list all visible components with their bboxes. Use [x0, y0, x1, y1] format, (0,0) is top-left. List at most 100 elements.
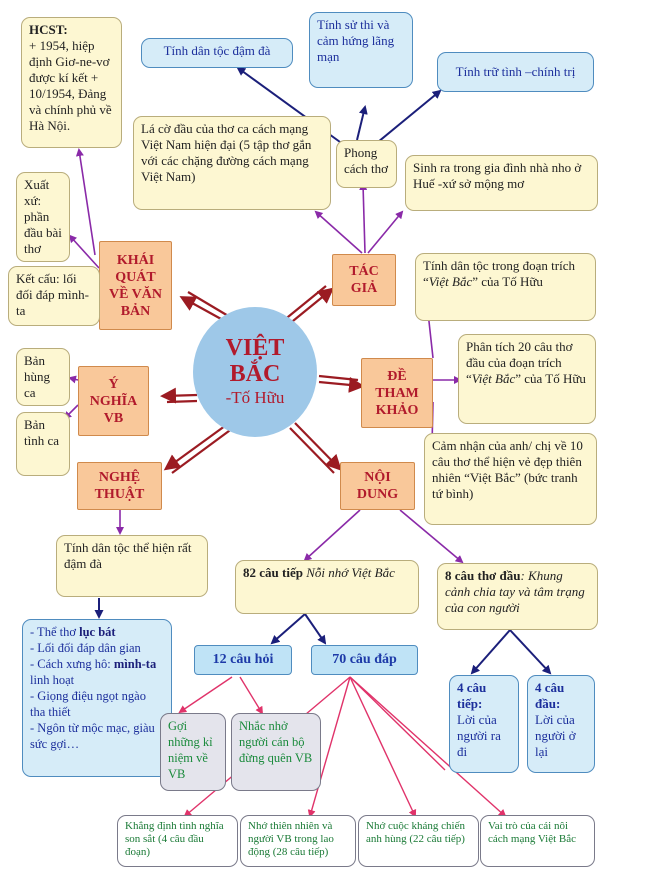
branch-khai-quat-label: KHÁI QUÁT VỀ VĂN BẢN: [108, 252, 163, 319]
ket-cau-box: Kết cấu: lối đối đáp mình-ta: [8, 266, 100, 326]
de1-ital: Việt Bắc: [428, 274, 473, 289]
hcst-title: HCST:: [29, 22, 68, 37]
nhac-nho-text: Nhắc nhở người cán bộ đừng quên VB: [239, 719, 313, 765]
de3-box: Cảm nhận của anh/ chị về 10 câu thơ thể …: [424, 433, 597, 525]
nghe-thuat-list-item: - Lối đối đáp dân gian: [30, 640, 164, 656]
sinh-ra-box: Sinh ra trong gia đình nhà nho ở Huế -xứ…: [405, 155, 598, 211]
list-item-bold: lục bát: [79, 625, 116, 639]
branch-de-tham-khao: ĐỀ THAM KHẢO: [361, 358, 433, 428]
list-item-text: - Cách xưng hô:: [30, 657, 114, 671]
hung-ca-box: Bản hùng ca: [16, 348, 70, 406]
khang-dinh-box: Khẳng định tình nghĩa son sắt (4 câu đầu…: [117, 815, 238, 867]
branch-tac-gia: TÁC GIẢ: [332, 254, 396, 306]
list-item-text: - Giọng điệu ngọt ngào tha thiết: [30, 689, 146, 719]
nghe-thuat-list-box: - Thể thơ lục bát- Lối đối đáp dân gian-…: [22, 619, 172, 777]
cau8-box: 8 câu thơ đầu: Khung cảnh chia tay và tâ…: [437, 563, 598, 630]
arrow-nghe-thuat: [163, 422, 230, 471]
center-topic: VIỆT BẮC -Tố Hữu: [193, 307, 317, 437]
list-item-text: - Ngôn từ mộc mạc, giàu sức gợi…: [30, 721, 155, 751]
list-item-bold: mình-ta: [113, 657, 157, 671]
4-cau-dau-body: Lời của người ở lại: [535, 712, 576, 759]
center-title-2: BẮC: [229, 361, 281, 387]
4-cau-dau-box: 4 câu đầu: Lời của người ở lại: [527, 675, 595, 773]
center-title-1: VIỆT: [225, 335, 285, 361]
list-item-post: linh hoạt: [30, 673, 75, 687]
hcst-box: HCST: + 1954, hiệp định Giơ-ne-vơ được k…: [21, 17, 122, 148]
4-cau-tiep-title: 4 câu tiếp:: [457, 680, 487, 711]
phong-cach-tho-text: Phong cách thơ: [344, 145, 389, 176]
4-cau-tiep-body: Lời của người ra đi: [457, 712, 501, 759]
goi-nhung-box: Gợi những kỉ niệm về VB: [160, 713, 226, 791]
branch-y-nghia-label: Ý NGHĨA VB: [89, 376, 138, 426]
branch-noi-dung: NỘI DUNG: [340, 462, 415, 510]
de2-box: Phân tích 20 câu thơ đầu của đoạn trích …: [458, 334, 596, 424]
su-thi-box: Tính sử thi và cảm hứng lãng mạn: [309, 12, 413, 88]
12-cau-hoi-text: 12 câu hỏi: [212, 652, 274, 667]
hung-ca-text: Bản hùng ca: [24, 353, 50, 400]
de2-post: ” của Tố Hữu: [515, 371, 586, 386]
tru-tinh-text: Tính trữ tình –chính trị: [455, 64, 576, 79]
sinh-ra-text: Sinh ra trong gia đình nhà nho ở Huế -xứ…: [413, 160, 582, 191]
4-cau-tiep-box: 4 câu tiếp: Lời của người ra đi: [449, 675, 519, 773]
vai-tro-box: Vai trò của cái nôi cách mạng Việt Bắc: [480, 815, 595, 867]
12-cau-hoi-box: 12 câu hỏi: [194, 645, 292, 675]
la-co-dau-box: Lá cờ đầu của thơ ca cách mạng Việt Nam …: [133, 116, 331, 210]
70-cau-dap-text: 70 câu đáp: [332, 652, 397, 667]
su-thi-text: Tính sử thi và cảm hứng lãng mạn: [317, 17, 395, 64]
cau82-ital: Nỗi nhớ Việt Bắc: [306, 565, 395, 580]
nghe-thuat-list-item: - Giọng điệu ngọt ngào tha thiết: [30, 688, 164, 720]
nghe-thuat-dan-toc-text: Tính dân tộc thể hiện rất đậm đà: [64, 540, 192, 571]
tinh-ca-text: Bản tình ca: [24, 417, 60, 448]
xuat-xu-box: Xuất xứ: phần đầu bài thơ: [16, 172, 70, 262]
nho-khang-chien-box: Nhớ cuộc kháng chiến anh hùng (22 câu ti…: [358, 815, 479, 867]
cau8-ital: : Khung cảnh chia tay và tâm trạng của c…: [445, 568, 585, 615]
de3-text: Cảm nhận của anh/ chị về 10 câu thơ thể …: [432, 438, 583, 501]
xuat-xu-text: Xuất xứ: phần đầu bài thơ: [24, 177, 62, 256]
nghe-thuat-list-item: - Thể thơ lục bát: [30, 624, 164, 640]
center-author: -Tố Hữu: [225, 388, 285, 407]
70-cau-dap-box: 70 câu đáp: [311, 645, 418, 675]
arrow-de-tham-khao: [318, 376, 365, 393]
cau8-bold: 8 câu thơ đầu: [445, 568, 521, 583]
hcst-body: + 1954, hiệp định Giơ-ne-vơ được kí kết …: [29, 38, 112, 133]
branch-de-tham-khao-label: ĐỀ THAM KHẢO: [375, 368, 419, 418]
de1-pre: Tính dân tộc trong đoạn trích “: [423, 258, 575, 289]
nho-thien-nhien-box: Nhớ thiên nhiên và người VB trong lao độ…: [240, 815, 356, 867]
nghe-thuat-list-item: - Ngôn từ mộc mạc, giàu sức gợi…: [30, 720, 164, 752]
arrow-noi-dung: [294, 422, 342, 471]
branch-nghe-thuat-label: NGHỆ THUẬT: [94, 470, 145, 502]
branch-khai-quat: KHÁI QUÁT VỀ VĂN BẢN: [99, 241, 172, 330]
arrow-tac-gia: [287, 287, 335, 326]
cau82-bold: 82 câu tiếp: [243, 565, 307, 580]
tru-tinh-box: Tính trữ tình –chính trị: [437, 52, 594, 92]
nho-thien-nhien-text: Nhớ thiên nhiên và người VB trong lao độ…: [248, 820, 334, 858]
dan-toc-dam-da-box: Tính dân tộc đậm đà: [141, 38, 293, 68]
tinh-ca-box: Bản tình ca: [16, 412, 70, 476]
branch-nghe-thuat: NGHỆ THUẬT: [77, 462, 162, 510]
dan-toc-dam-da-text: Tính dân tộc đậm đà: [163, 43, 271, 58]
branch-noi-dung-label: NỘI DUNG: [356, 470, 399, 502]
vai-tro-text: Vai trò của cái nôi cách mạng Việt Bắc: [488, 820, 577, 845]
khang-dinh-text: Khẳng định tình nghĩa son sắt (4 câu đầu…: [125, 820, 224, 858]
phong-cach-tho-box: Phong cách thơ: [336, 140, 397, 188]
list-item-text: - Lối đối đáp dân gian: [30, 641, 141, 655]
nghe-thuat-dan-toc-box: Tính dân tộc thể hiện rất đậm đà: [56, 535, 208, 597]
4-cau-dau-title: 4 câu đầu:: [535, 680, 565, 711]
la-co-dau-text: Lá cờ đầu của thơ ca cách mạng Việt Nam …: [141, 121, 312, 184]
list-item-text: - Thể thơ: [30, 625, 80, 639]
de1-post: ” của Tố Hữu: [472, 274, 543, 289]
de2-ital: Việt Bắc: [471, 371, 516, 386]
branch-y-nghia: Ý NGHĨA VB: [78, 366, 149, 436]
nho-khang-chien-text: Nhớ cuộc kháng chiến anh hùng (22 câu ti…: [366, 820, 465, 845]
de2-pre: Phân tích 20 câu thơ đầu của đoạn trích …: [466, 339, 573, 386]
nhac-nho-box: Nhắc nhở người cán bộ đừng quên VB: [231, 713, 321, 791]
ket-cau-text: Kết cấu: lối đối đáp: [16, 271, 77, 302]
ket-cau-minh-ta: mình-ta: [16, 287, 89, 318]
arrow-y-nghia: [160, 387, 198, 404]
cau82-box: 82 câu tiếp Nỗi nhớ Việt Bắc: [235, 560, 419, 614]
de1-box: Tính dân tộc trong đoạn trích “Việt Bắc”…: [415, 253, 596, 321]
nghe-thuat-list-item: - Cách xưng hô: mình-ta linh hoạt: [30, 656, 164, 688]
goi-nhung-text: Gợi những kỉ niệm về VB: [168, 719, 213, 781]
branch-tac-gia-label: TÁC GIẢ: [349, 264, 379, 296]
